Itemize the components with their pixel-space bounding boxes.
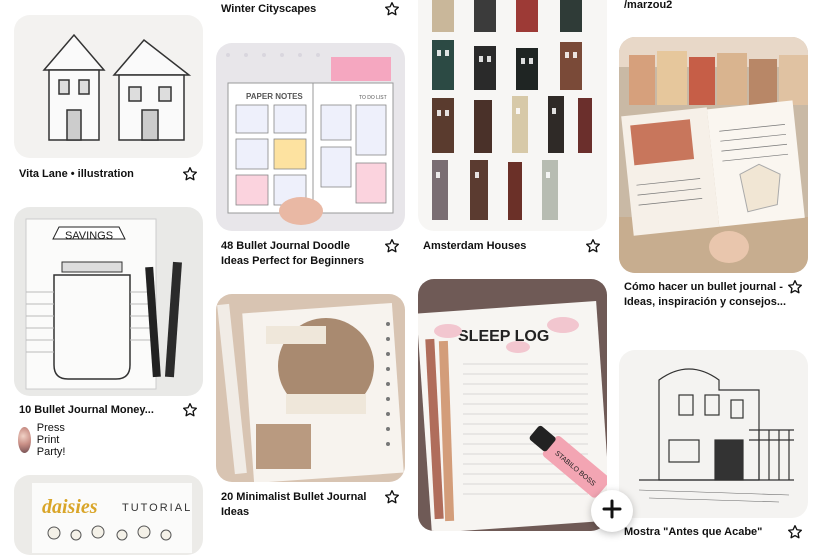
pin-image[interactable]: daisies TUTORIAL: [14, 475, 203, 555]
amsterdam-houses-illustration: [432, 0, 592, 220]
pin-title[interactable]: Vita Lane • illustration: [19, 168, 134, 180]
pin-creator[interactable]: Press Print Party!: [18, 422, 79, 458]
save-star-icon[interactable]: [384, 489, 400, 505]
travel-journal-illustration: [619, 37, 808, 273]
sleep-log-illustration: SLEEP LOG STABILO BOSS: [418, 300, 607, 531]
pin-title[interactable]: Mostra "Antes que Acabe": [624, 526, 763, 538]
save-star-icon[interactable]: [585, 238, 601, 254]
paper-notes-lettering: PAPER NOTES: [246, 92, 303, 101]
save-star-icon[interactable]: [787, 524, 803, 540]
daisies-lettering: daisies: [42, 496, 98, 518]
savings-banner-text: SAVINGS: [65, 230, 113, 242]
sleep-log-lettering: SLEEP LOG: [458, 328, 549, 345]
pin-image[interactable]: SLEEP LOG STABILO BOSS: [418, 279, 607, 531]
paper-notes-journal-illustration: PAPER NOTES TO DO LIST: [226, 53, 394, 225]
pin-title[interactable]: 48 Bullet Journal Doodle Ideas Perfect f…: [221, 240, 365, 267]
tutorial-lettering: TUTORIAL: [122, 502, 192, 514]
save-star-icon[interactable]: [787, 279, 803, 295]
pin-image[interactable]: [418, 0, 607, 231]
save-star-icon[interactable]: [384, 1, 400, 17]
pin-image[interactable]: PAPER NOTES TO DO LIST: [216, 43, 405, 231]
save-star-icon[interactable]: [182, 402, 198, 418]
pin-title[interactable]: Amsterdam Houses: [423, 240, 527, 252]
creator-avatar[interactable]: [18, 427, 31, 453]
pin-title[interactable]: 20 Minimalist Bullet Journal Ideas: [221, 491, 367, 518]
to-do-list-lettering: TO DO LIST: [359, 95, 387, 101]
savings-jar-illustration: SAVINGS: [25, 218, 182, 390]
plus-icon: [602, 499, 622, 524]
minimalist-journal-illustration: [217, 302, 404, 482]
building-sketch-illustration: [638, 368, 794, 503]
house-illustration: [42, 33, 192, 141]
pin-title[interactable]: Winter Cityscapes: [221, 3, 317, 15]
save-star-icon[interactable]: [384, 238, 400, 254]
save-star-icon[interactable]: [182, 166, 198, 182]
pin-image[interactable]: [619, 350, 808, 518]
pin-image[interactable]: [216, 294, 405, 482]
pin-title[interactable]: 10 Bullet Journal Money...: [19, 404, 154, 416]
pin-title[interactable]: Cómo hacer un bullet journal - Ideas, in…: [624, 281, 786, 308]
pin-title[interactable]: /marzou2: [624, 0, 673, 11]
pin-image[interactable]: [14, 15, 203, 158]
creator-name[interactable]: Press Print Party!: [36, 422, 66, 458]
daisies-illustration: daisies TUTORIAL: [32, 483, 192, 553]
create-button[interactable]: [591, 490, 633, 532]
pin-image[interactable]: SAVINGS: [14, 207, 203, 396]
pin-image[interactable]: [619, 37, 808, 273]
